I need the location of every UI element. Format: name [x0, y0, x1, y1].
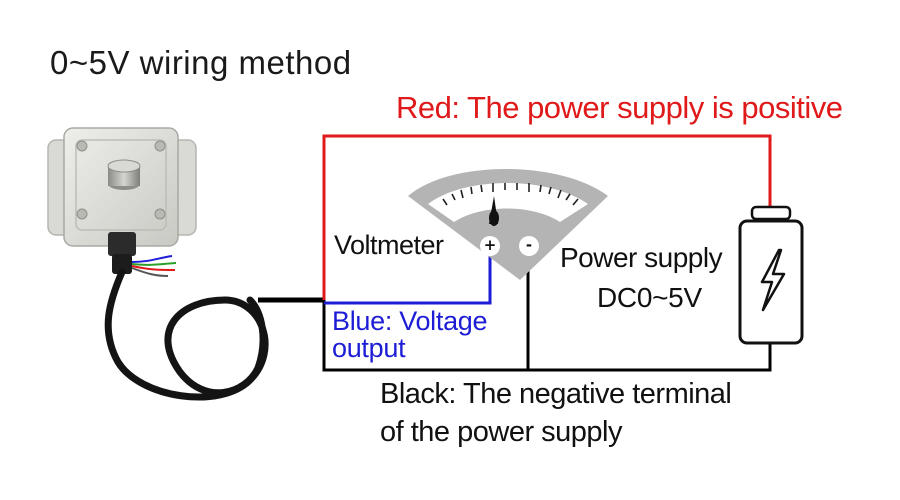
- battery: [738, 205, 804, 345]
- voltmeter-dial: [408, 169, 608, 280]
- blue-wire: [324, 252, 492, 305]
- voltmeter-label: Voltmeter: [334, 230, 444, 260]
- black-wire-label-cont: of the power supply: [380, 416, 622, 448]
- blue-wire-label-cont: output: [332, 333, 406, 363]
- sensor-transmitter: [47, 127, 269, 401]
- minus-terminal: -: [519, 236, 539, 256]
- page-title: 0~5V wiring method: [50, 44, 352, 81]
- battery-lightning-icon: [760, 248, 786, 312]
- black-wire-label: Black: The negative terminal: [380, 378, 732, 410]
- red-wire-label: Red: The power supply is positive: [396, 90, 843, 125]
- blue-wire-label: Blue: Voltage: [332, 306, 488, 336]
- plus-terminal: +: [480, 236, 500, 256]
- power-supply-label: Power supply: [560, 242, 723, 273]
- red-wire: [322, 134, 772, 300]
- power-supply-range: DC0~5V: [597, 282, 702, 313]
